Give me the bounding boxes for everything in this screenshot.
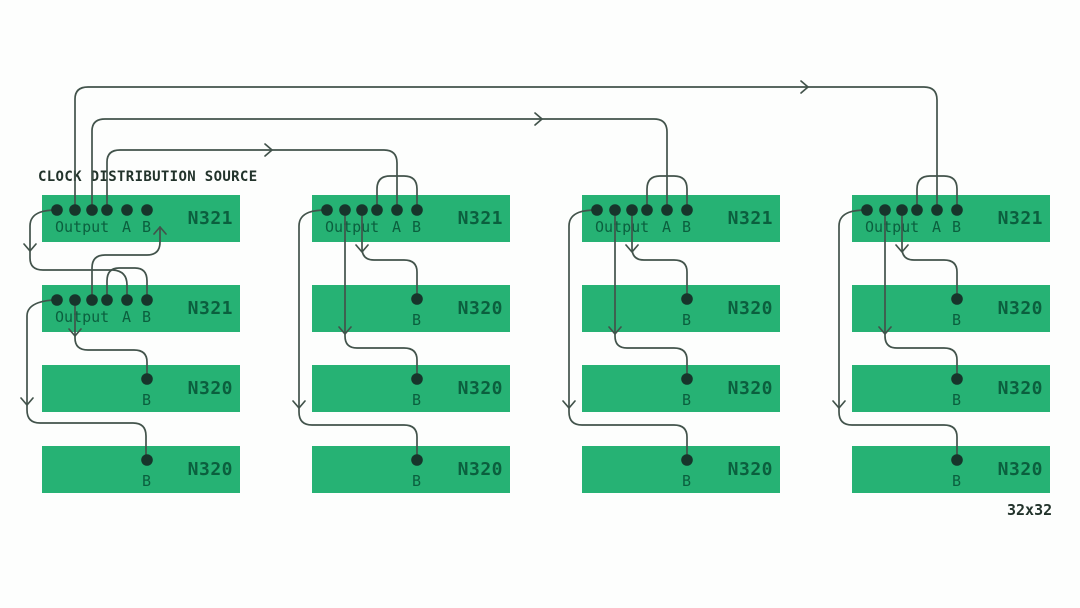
device-model-label: N321 xyxy=(187,298,233,319)
diagram-title: CLOCK DISTRIBUTION SOURCE xyxy=(38,169,258,185)
input-a-label: A xyxy=(662,218,672,236)
input-b-label: B xyxy=(412,391,422,409)
input-a-label: A xyxy=(932,218,942,236)
output-ports-label: Output xyxy=(55,218,110,236)
output-ports-label: Output xyxy=(595,218,650,236)
input-b-label: B xyxy=(952,472,962,490)
input-b-label: B xyxy=(682,218,692,236)
device-model-label: N320 xyxy=(997,378,1043,399)
arrowhead-icon xyxy=(534,112,543,126)
device-model-label: N320 xyxy=(187,378,233,399)
device-model-label: N320 xyxy=(727,378,773,399)
input-b-label: B xyxy=(682,391,692,409)
arrowhead-icon xyxy=(20,397,34,406)
input-b-label: B xyxy=(952,218,962,236)
input-b-label: B xyxy=(142,391,152,409)
arrowhead-icon xyxy=(23,243,37,252)
arrowhead-icon xyxy=(562,400,576,409)
clock-cable xyxy=(298,209,418,456)
input-b-label: B xyxy=(412,472,422,490)
clock-cable xyxy=(568,209,688,456)
output-ports-label: Output xyxy=(55,308,110,326)
arrowhead-icon xyxy=(625,244,639,253)
device-model-label: N321 xyxy=(727,208,773,229)
clock-cable xyxy=(838,209,958,456)
input-a-label: A xyxy=(392,218,402,236)
matrix-size-label: 32x32 xyxy=(1007,501,1053,519)
arrowhead-icon xyxy=(264,143,273,157)
input-b-label: B xyxy=(682,311,692,329)
device-model-label: N320 xyxy=(457,459,503,480)
output-ports-label: Output xyxy=(325,218,380,236)
device-model-label: N320 xyxy=(727,298,773,319)
input-b-label: B xyxy=(952,311,962,329)
input-a-label: A xyxy=(122,308,132,326)
device-model-label: N320 xyxy=(457,298,503,319)
device-model-label: N321 xyxy=(997,208,1043,229)
input-b-label: B xyxy=(412,311,422,329)
input-b-label: B xyxy=(142,218,152,236)
device-model-label: N320 xyxy=(997,298,1043,319)
input-b-label: B xyxy=(412,218,422,236)
arrowhead-icon xyxy=(355,244,369,253)
device-model-label: N321 xyxy=(187,208,233,229)
input-b-label: B xyxy=(142,472,152,490)
arrowhead-icon xyxy=(832,400,846,409)
device-model-label: N320 xyxy=(727,459,773,480)
arrowhead-icon xyxy=(895,244,909,253)
clock-cable xyxy=(74,86,938,213)
device-model-label: N320 xyxy=(457,378,503,399)
device-model-label: N321 xyxy=(457,208,503,229)
device-model-label: N320 xyxy=(187,459,233,480)
input-a-label: A xyxy=(122,218,132,236)
output-ports-label: Output xyxy=(865,218,920,236)
arrowhead-icon xyxy=(800,80,809,94)
arrowhead-icon xyxy=(292,400,306,409)
input-b-label: B xyxy=(952,391,962,409)
input-b-label: B xyxy=(142,308,152,326)
input-b-label: B xyxy=(682,472,692,490)
device-model-label: N320 xyxy=(997,459,1043,480)
